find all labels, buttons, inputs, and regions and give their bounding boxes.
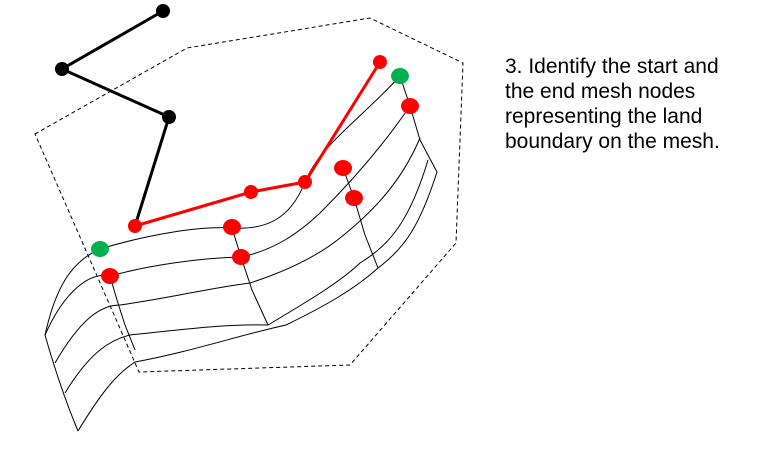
red-boundary-line <box>134 61 382 228</box>
mesh-node <box>334 160 352 176</box>
red-mesh-nodes <box>101 98 419 284</box>
red-node <box>298 175 312 189</box>
mesh-node <box>345 190 363 206</box>
mesh-line-5 <box>77 171 438 432</box>
land-node <box>156 4 170 18</box>
mesh-node <box>401 98 419 114</box>
red-node <box>373 55 387 69</box>
red-boundary <box>128 55 387 233</box>
mesh-cross-2 <box>109 275 136 351</box>
land-node <box>55 62 69 76</box>
mesh-cross-5 <box>399 75 438 173</box>
outer-domain-polygon <box>34 17 464 373</box>
land-boundary <box>55 4 176 227</box>
end-mesh-node <box>391 68 409 84</box>
caption-line-3: representing the land <box>505 105 703 128</box>
mesh-cross-3 <box>231 227 269 326</box>
start-mesh-node <box>91 241 109 257</box>
caption-line-2: the end mesh nodes <box>505 80 696 103</box>
step-caption: 3. Identify the start and the end mesh n… <box>505 54 767 154</box>
land-node <box>162 110 176 124</box>
caption-line-1: 3. Identify the start and <box>505 55 719 78</box>
red-node <box>244 185 258 199</box>
mesh-cross-4 <box>342 167 379 269</box>
land-boundary-line <box>58 9 171 227</box>
caption-line-4: boundary on the mesh. <box>505 130 720 153</box>
mesh-cross-1 <box>44 248 101 432</box>
mesh-node <box>101 268 119 284</box>
end-nodes <box>91 68 409 257</box>
mesh-node <box>223 219 241 235</box>
mesh-transverse-lines <box>44 75 438 432</box>
mesh-diagram <box>34 4 464 432</box>
mesh-node <box>232 249 250 265</box>
mesh-line-1 <box>99 75 401 250</box>
red-node <box>128 219 142 233</box>
